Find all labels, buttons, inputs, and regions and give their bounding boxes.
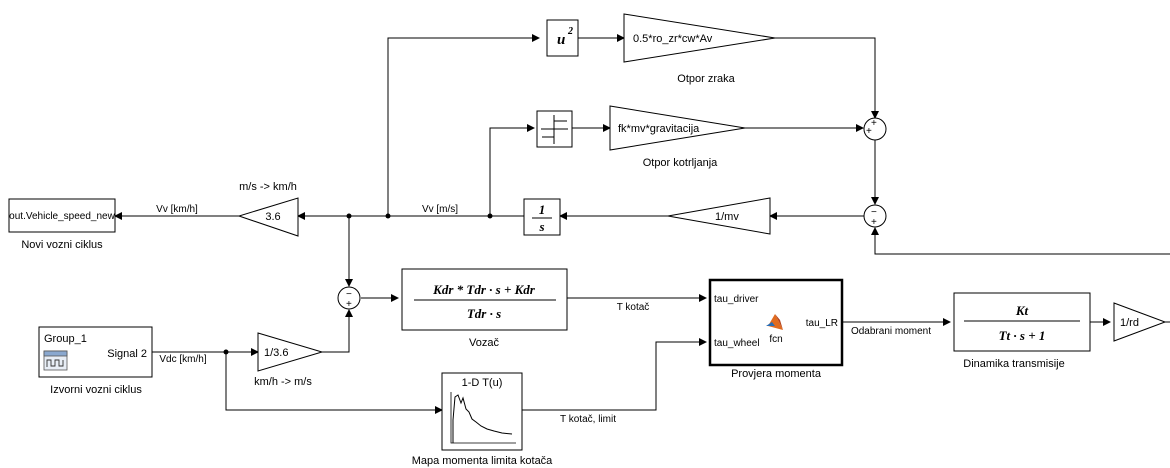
svg-text:1: 1: [539, 202, 546, 217]
signal-label-vv-ms: Vv [m/s]: [422, 204, 458, 215]
wire-lookup-to-fcn: [522, 338, 707, 411]
wire-source-to-lookup: [225, 352, 443, 414]
svg-text:Dinamika transmisije: Dinamika transmisije: [963, 358, 1064, 370]
gain-ms-to-kmh[interactable]: 3.6 m/s -> km/h: [237, 181, 299, 237]
svg-text:tau_LR: tau_LR: [806, 318, 838, 329]
square-block[interactable]: u 2: [546, 19, 579, 57]
svg-text:Vozač: Vozač: [469, 337, 499, 349]
sign-block[interactable]: [536, 110, 573, 148]
signal-label-vv-kmh: Vv [km/h]: [156, 204, 198, 215]
svg-text:Provjera momenta: Provjera momenta: [731, 368, 822, 380]
wire-invgain-to-sum2: [322, 309, 353, 353]
svg-text:u: u: [557, 32, 565, 48]
svg-text:1/rd: 1/rd: [1120, 317, 1139, 329]
to-workspace-block[interactable]: out.Vehicle_speed_new Novi vozni ciklus: [8, 198, 116, 251]
svg-text:Kdr * Tdr · s + Kdr: Kdr * Tdr · s + Kdr: [432, 282, 536, 297]
lookup-table-block[interactable]: 1-D T(u) Mapa momenta limita kotača: [412, 372, 553, 467]
svg-text:2: 2: [567, 26, 573, 37]
svg-text:1/3.6: 1/3.6: [264, 347, 288, 359]
junctions: [223, 213, 493, 355]
svg-text:0.5*ro_zr*cw*Av: 0.5*ro_zr*cw*Av: [633, 33, 713, 45]
svg-text:Izvorni vozni ciklus: Izvorni vozni ciklus: [50, 384, 142, 396]
sum-block-force[interactable]: − +: [863, 204, 887, 228]
svg-text:−: −: [346, 289, 352, 300]
signal-label-vdc-kmh: Vdc [km/h]: [159, 354, 206, 365]
svg-text:Mapa momenta limita kotača: Mapa momenta limita kotača: [412, 455, 553, 467]
svg-text:+: +: [871, 118, 877, 129]
svg-text:tau_wheel: tau_wheel: [714, 338, 760, 349]
svg-text:fcn: fcn: [769, 334, 782, 345]
svg-text:+: +: [346, 299, 352, 310]
svg-text:1-D T(u): 1-D T(u): [462, 377, 503, 389]
svg-text:Signal 2: Signal 2: [107, 348, 147, 360]
svg-text:1/mv: 1/mv: [715, 211, 739, 223]
svg-text:Tt · s + 1: Tt · s + 1: [999, 328, 1046, 343]
svg-text:out.Vehicle_speed_new: out.Vehicle_speed_new: [9, 211, 115, 222]
sum-block-resistance[interactable]: + +: [863, 117, 887, 141]
signal-builder-block[interactable]: Group_1 Signal 2 Izvorni vozni ciklus: [38, 326, 153, 396]
signal-label-odabrani-moment: Odabrani moment: [851, 326, 931, 337]
svg-text:+: +: [871, 217, 877, 228]
wire-branch-to-sign: [489, 124, 535, 216]
signal-label-t-kotac-limit: T kotač, limit: [560, 414, 616, 425]
wheel-radius-gain[interactable]: 1/rd: [1113, 302, 1167, 342]
signal-builder-icon: [43, 350, 68, 371]
svg-text:tau_driver: tau_driver: [714, 294, 759, 305]
driver-transfer-function[interactable]: Kdr * Tdr · s + Kdr Tdr · s Vozač: [401, 268, 568, 349]
svg-text:m/s -> km/h: m/s -> km/h: [239, 181, 297, 193]
inverse-mass-gain[interactable]: 1/mv: [667, 197, 771, 235]
signal-label-t-kotac: T kotač: [617, 302, 650, 313]
rolling-resistance-gain[interactable]: fk*mv*gravitacija Otpor kotrljanja: [609, 105, 746, 169]
svg-text:km/h -> m/s: km/h -> m/s: [254, 376, 312, 388]
integrator-block[interactable]: 1 s: [523, 198, 561, 236]
signal-wires: [114, 34, 1170, 414]
gain-kmh-to-ms[interactable]: 1/3.6 km/h -> m/s: [254, 332, 324, 388]
matlab-function-block[interactable]: tau_driver tau_wheel tau_LR fcn Provjera…: [708, 278, 844, 380]
svg-text:s: s: [538, 219, 544, 234]
svg-text:fk*mv*gravitacija: fk*mv*gravitacija: [618, 123, 700, 135]
svg-text:Novi vozni ciklus: Novi vozni ciklus: [21, 239, 103, 251]
svg-text:Otpor kotrljanja: Otpor kotrljanja: [643, 157, 718, 169]
svg-text:Tdr · s: Tdr · s: [467, 306, 501, 321]
transmission-transfer-function[interactable]: Kt Tt · s + 1 Dinamika transmisije: [953, 292, 1091, 370]
svg-text:3.6: 3.6: [265, 211, 280, 223]
svg-text:Kt: Kt: [1015, 303, 1029, 318]
wire-torque-to-sum3: [871, 227, 1170, 255]
svg-text:Otpor zraka: Otpor zraka: [677, 73, 735, 85]
svg-text:Group_1: Group_1: [44, 333, 87, 345]
svg-text:−: −: [871, 207, 877, 218]
air-resistance-gain[interactable]: 0.5*ro_zr*cw*Av Otpor zraka: [623, 13, 776, 85]
wire-airgain-to-sum1: [775, 37, 879, 119]
matlab-logo-icon: [766, 314, 783, 330]
wire-branch-to-u2: [387, 34, 540, 216]
svg-text:+: +: [866, 126, 872, 137]
sum-block-error[interactable]: − +: [337, 286, 361, 310]
